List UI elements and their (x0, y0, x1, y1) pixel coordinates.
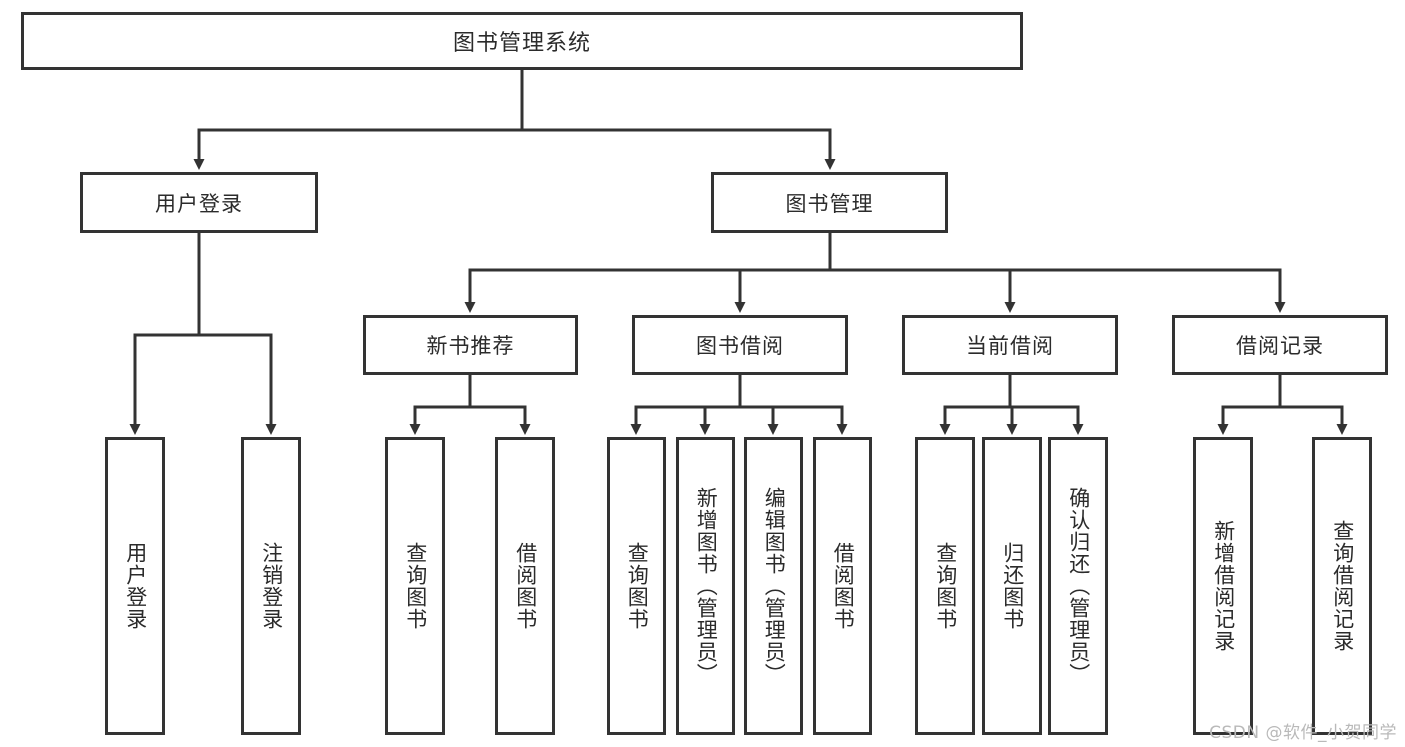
leaf-borrow-add-book-admin[interactable]: 新增图书（管理员） (676, 437, 735, 735)
leaf-recommend-borrow-book[interactable]: 借阅图书 (495, 437, 555, 735)
leaf-record-add-record[interactable]: 新增借阅记录 (1193, 437, 1253, 735)
node-label: 借阅图书 (831, 542, 856, 630)
node-label: 确认归还（管理员） (1066, 487, 1091, 685)
leaf-user-login-signin[interactable]: 用户登录 (105, 437, 165, 735)
leaf-current-query-book[interactable]: 查询图书 (915, 437, 975, 735)
leaf-borrow-edit-book-admin[interactable]: 编辑图书（管理员） (744, 437, 803, 735)
node-label: 编辑图书（管理员） (762, 487, 787, 685)
node-label: 图书管理系统 (452, 31, 591, 56)
leaf-user-login-signout[interactable]: 注销登录 (241, 437, 301, 735)
node-label: 查询借阅记录 (1330, 520, 1355, 652)
node-label: 借阅图书 (513, 542, 538, 630)
node-new-book-recommend[interactable]: 新书推荐 (363, 315, 578, 375)
leaf-record-query-record[interactable]: 查询借阅记录 (1312, 437, 1372, 735)
node-root-system[interactable]: 图书管理系统 (21, 12, 1023, 70)
node-label: 图书管理 (785, 191, 874, 216)
node-label: 用户登录 (123, 542, 148, 630)
node-label: 图书借阅 (696, 334, 784, 358)
node-label: 注销登录 (259, 542, 284, 630)
node-label: 新书推荐 (426, 334, 515, 358)
node-user-login[interactable]: 用户登录 (80, 172, 318, 233)
node-current-borrow[interactable]: 当前借阅 (902, 315, 1118, 375)
node-label: 归还图书 (1000, 542, 1025, 630)
node-borrow-record[interactable]: 借阅记录 (1172, 315, 1388, 375)
leaf-borrow-query-book[interactable]: 查询图书 (607, 437, 666, 735)
leaf-borrow-borrow-book[interactable]: 借阅图书 (813, 437, 872, 735)
node-book-borrow[interactable]: 图书借阅 (632, 315, 848, 375)
node-label: 查询图书 (403, 542, 428, 630)
node-label: 用户登录 (155, 191, 243, 216)
leaf-recommend-query-book[interactable]: 查询图书 (385, 437, 445, 735)
node-label: 新增借阅记录 (1211, 520, 1236, 652)
leaf-current-return-book[interactable]: 归还图书 (982, 437, 1042, 735)
node-label: 查询图书 (933, 542, 958, 630)
node-label: 借阅记录 (1236, 334, 1324, 358)
leaf-current-confirm-return-admin[interactable]: 确认归还（管理员） (1048, 437, 1108, 735)
node-label: 查询图书 (625, 542, 650, 630)
node-label: 当前借阅 (966, 334, 1054, 358)
node-label: 新增图书（管理员） (694, 487, 719, 685)
node-book-management[interactable]: 图书管理 (711, 172, 948, 233)
